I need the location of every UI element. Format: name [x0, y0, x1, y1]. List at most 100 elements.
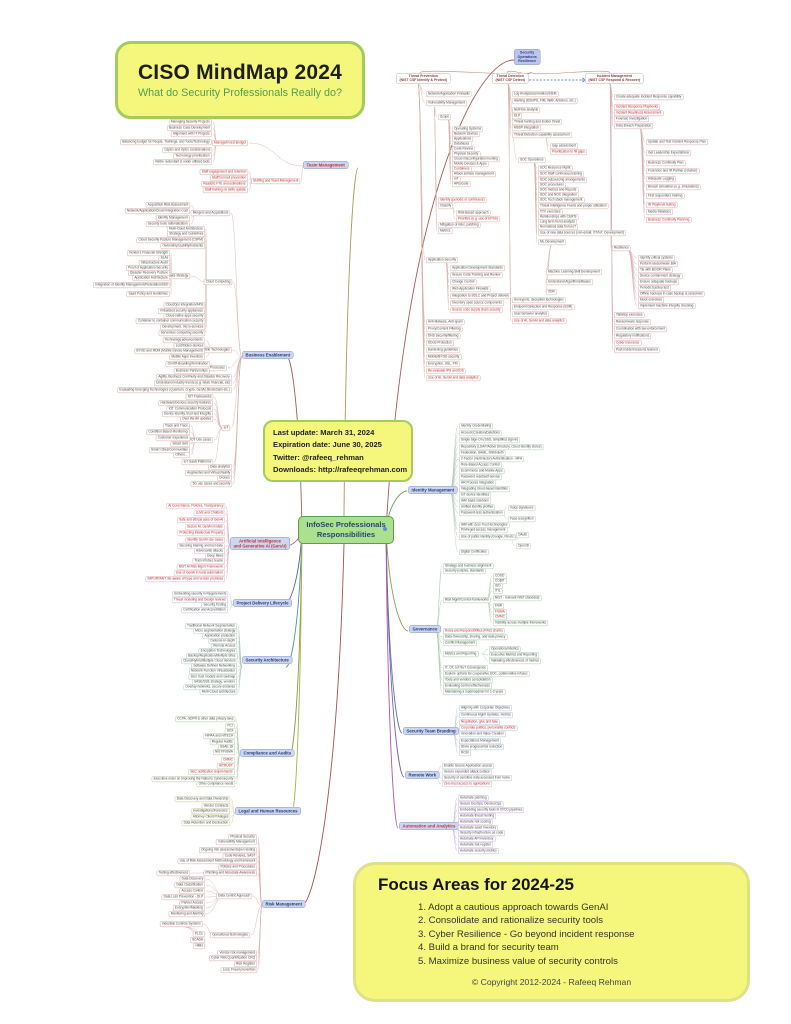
- mindmap-leaf: Smart Grid: [170, 441, 190, 447]
- mindmap-leaf: Anti-Malware, Anti-spam: [426, 319, 465, 325]
- mindmap-leaf: IoT SaaS Platforms: [181, 459, 213, 465]
- mindmap-leaf: Prioritize (e.g. use of EPSS): [456, 216, 500, 222]
- mindmap-leaf: Coordination with law enforcement: [614, 326, 668, 332]
- mindmap-leaf: Hardware/Devices security features: [158, 400, 213, 406]
- branch-node-business-enablement: Business Enablement: [242, 351, 294, 360]
- mindmap-leaf: Expectations Management: [459, 738, 501, 744]
- mindmap-leaf: SCADA: [189, 937, 205, 943]
- mindmap-leaf: Certification and Accreditation: [181, 607, 228, 613]
- mindmap-leaf: Smart Cities/Communities: [149, 447, 190, 453]
- mindmap-leaf: Tools and vendors consolidation: [443, 677, 493, 683]
- mindmap-leaf: Mobile/BYOD security: [426, 354, 462, 360]
- mindmap-leaf: IT, OT, IoT/IIoT Convergence: [443, 665, 488, 671]
- mindmap-leaf: Inventory open source components: [450, 300, 504, 306]
- mindmap-leaf: Risk Mgmt/Control frameworks: [443, 597, 491, 603]
- mindmap-leaf: Threat hunting and insider threat: [512, 119, 563, 125]
- mindmap-leaf: Managing Security Projects: [169, 119, 212, 125]
- mindmap-leaf: Metrics: [438, 228, 453, 234]
- mindmap-leaf: On/Off-Boarding/Termination: [165, 361, 210, 367]
- mindmap-leaf: Explore options for cooperative SOC, col…: [443, 671, 530, 677]
- mindmap-leaf: Vendor's Financial Strength: [127, 250, 170, 256]
- mindmap-leaf: Secure expanded attack surface: [442, 769, 492, 775]
- mindmap-leaf: Voice signatures: [508, 505, 536, 511]
- mindmap-leaf: Ransomware response: [614, 319, 651, 325]
- mindmap-leaf: Vulnerability Management: [426, 100, 467, 106]
- mindmap-leaf: Data Loss Prevention - DLP: [161, 894, 205, 900]
- mindmap-leaf: Identify GenAI use cases: [185, 537, 225, 543]
- mindmap-leaf: Augmented and Virtual Reality: [184, 470, 232, 476]
- mindmap-leaf: Multi-Cloud architecture: [199, 689, 237, 695]
- mindmap-leaf: Create adequate Incident Response capabi…: [614, 94, 684, 100]
- mindmap-leaf: Change Control: [450, 279, 477, 285]
- mindmap-leaf: Application Architecture: [132, 275, 170, 281]
- mindmap-leaf: IoT: [221, 425, 230, 431]
- mindmap-leaf: Ongoing risk assessments/pen testing: [199, 847, 257, 853]
- branch-node-identity-management: Identity Management: [408, 486, 458, 495]
- mindmap-leaf: First responders training: [646, 193, 685, 199]
- mindmap-leaf: Identify (periodic or continuous): [438, 197, 487, 203]
- mindmap-leaf: Media Relations: [646, 209, 673, 215]
- mindmap-leaf: User behavior analytics: [512, 311, 550, 317]
- mindmap-leaf: Embedding security in Requirements: [171, 591, 228, 597]
- mindmap-leaf: Password-less authentication: [459, 510, 505, 516]
- mindmap-leaf: Acquisition Risk Assessment: [145, 202, 190, 208]
- mindmap-leaf: Policies and Procedures: [218, 864, 257, 870]
- mindmap-leaf: Staff training on skills update: [203, 187, 248, 193]
- mindmap-leaf: Business Continuity Planning: [646, 217, 692, 223]
- mindmap-leaf: SOC Resource Mgmt: [538, 165, 573, 171]
- mindmap-leaf: SOC Operations: [518, 157, 546, 163]
- mindmap-leaf: Data Classification: [174, 882, 205, 888]
- mindmap-leaf: Account Creation/Deletions: [459, 430, 502, 436]
- mindmap-leaf: HIPAA and HITECH: [202, 733, 235, 739]
- mindmap-leaf: Retire redundant & under utilized tools: [153, 159, 212, 165]
- focus-item: 2. Consolidate and rationalize security …: [418, 915, 604, 927]
- mindmap-leaf: Integrating cloud-based identities: [459, 486, 510, 492]
- mindmap-leaf: BYOD and MDM (Mobile Device Management): [134, 348, 205, 354]
- mindmap-leaf: Attorney Client Privileges: [190, 814, 230, 820]
- mindmap-leaf: Post-incident lessons learned: [614, 347, 660, 353]
- mindmap-leaf: Business Continuity Plan: [646, 160, 686, 166]
- mindmap-leaf: Security of sensitive data accessed from…: [442, 775, 513, 781]
- downloads-link[interactable]: Downloads: http://rafeeqrehman.com: [273, 464, 408, 474]
- mindmap-leaf: Cloud Security Posture Management (CSPM): [136, 237, 205, 243]
- mindmap-leaf: NIST AI Risk Mgmt Framework: [177, 564, 225, 570]
- branch-node-governance: Governance: [409, 625, 441, 634]
- mindmap-leaf: Secure Code Training and Review: [450, 272, 503, 278]
- mindmap-leaf: Security infrastructure as code: [458, 830, 506, 836]
- branch-node-project-delivery-lifecycle: Project Delivery Lifecycle: [233, 599, 293, 608]
- mindmap-leaf: Risk-Based approach: [456, 210, 491, 216]
- mindmap-leaf: Web Application Firewalls: [450, 286, 491, 292]
- mindmap-leaf: CapEx and OpEx considerations: [161, 147, 212, 153]
- mindmap-leaf: Technology advancements: [163, 337, 205, 343]
- mindmap-leaf: Get Leadership Expectations: [646, 150, 692, 156]
- mindmap-leaf: Maintaining a roadmap/plan for 1-3 years: [443, 689, 506, 695]
- mindmap-leaf: Cyber insurance: [614, 340, 642, 346]
- mindmap-leaf: Use of Risk Assessment Methodology and f…: [177, 858, 257, 864]
- mindmap-leaf: Identity Management: [156, 215, 190, 221]
- mindmap-leaf: Face recognition: [508, 516, 536, 522]
- focus-item: 1. Adopt a cautious approach towards Gen…: [418, 902, 609, 913]
- branch-node-team-management: Team Management: [303, 161, 349, 170]
- mindmap-leaf: Re-evaluate IPS and IDS: [426, 368, 466, 374]
- mindmap-leaf: Risk Register: [234, 961, 257, 967]
- mindmap-leaf: Application Security: [426, 257, 459, 263]
- mindmap-leaf: Vulnerability Management: [216, 839, 257, 845]
- mindmap-leaf: Validating effectiveness of metrics: [489, 658, 542, 664]
- mindmap-leaf: Automate risk scoring: [458, 819, 493, 825]
- branch-node-security-team-branding: Security Team Branding: [403, 727, 460, 736]
- mindmap-leaf: Roles and Responsibilities (RACI charts): [443, 628, 505, 634]
- info-box: Last update: March 31, 2024 Expiration d…: [263, 420, 413, 482]
- mindmap-leaf: Negotiation, give and take: [459, 719, 500, 725]
- mindmap-leaf: ITIL: [493, 588, 503, 594]
- last-update-line: Last update: March 31, 2024: [273, 428, 375, 437]
- mindmap-leaf: Visibility across multiple frameworks: [493, 620, 549, 626]
- mindmap-leaf: Manage/Invest Budget: [212, 140, 248, 146]
- mindmap-leaf: Safe and ethical uses of GenAI: [176, 517, 225, 523]
- mindmap-leaf: Integration to SDLC and Project delivery: [450, 293, 512, 299]
- branch-node-security-architecture: Security Architecture: [242, 656, 293, 665]
- mindmap-leaf: Incident Readiness Assessment: [614, 110, 664, 116]
- mindmap-leaf: Breach simulation (e.g. simulations): [646, 184, 701, 190]
